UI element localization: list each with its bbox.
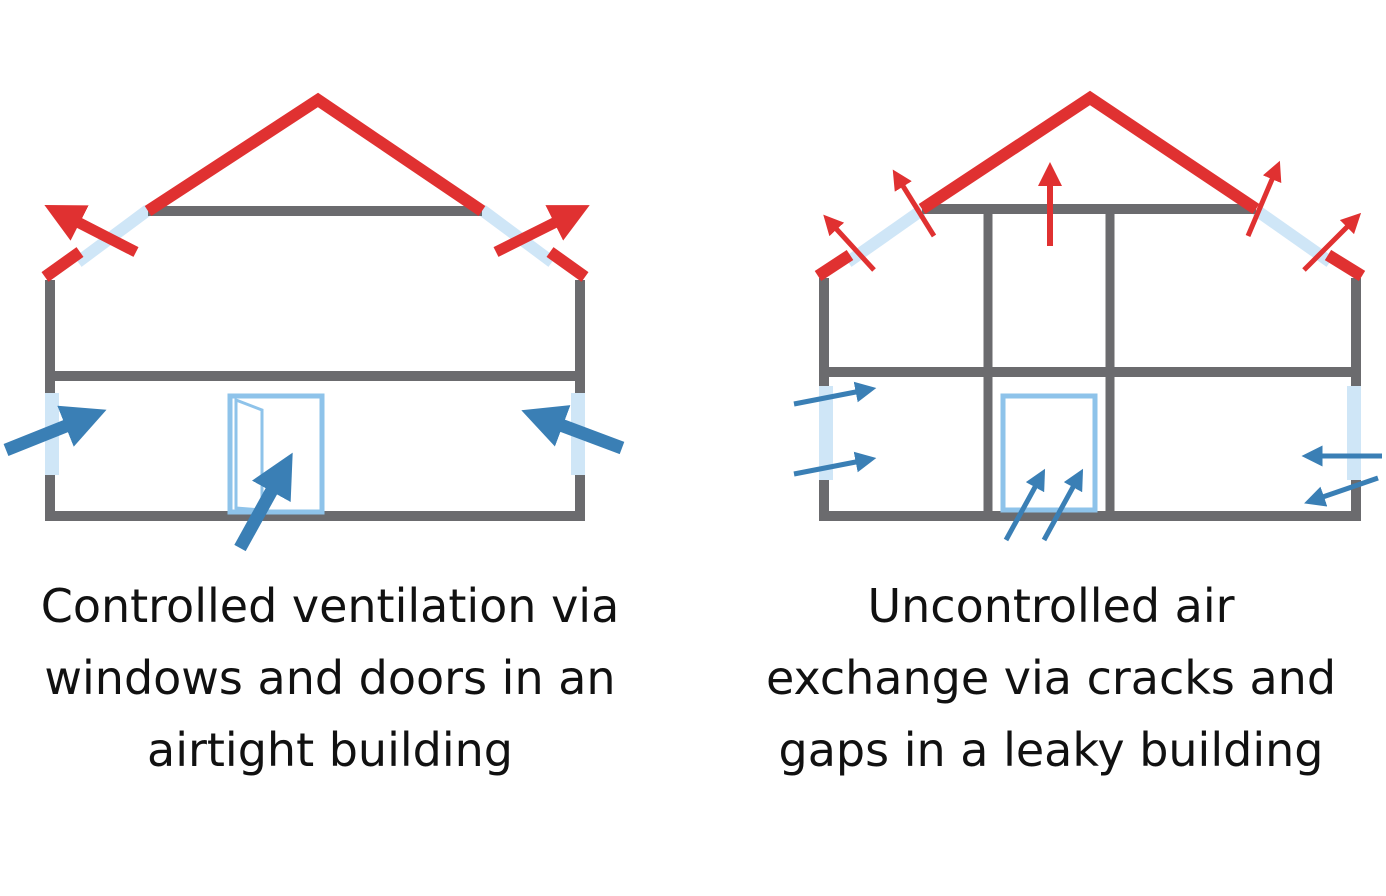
door-frame xyxy=(227,393,325,515)
roof-eave-right xyxy=(546,247,589,282)
outflow-arrow-2 xyxy=(892,169,937,238)
roof xyxy=(144,92,486,217)
inflow-arrow-3 xyxy=(1003,468,1046,542)
inflow-arrow-right xyxy=(521,405,625,455)
caption-airtight: Controlled ventilation via windows and d… xyxy=(0,570,660,786)
door-frame xyxy=(1000,393,1098,513)
roof-eave-left xyxy=(41,247,84,282)
caption-line: Controlled ventilation via xyxy=(40,579,620,633)
caption-line: gaps in a leaky building xyxy=(778,723,1324,777)
roof-eave-right xyxy=(1324,249,1366,282)
caption-line: windows and doors in an xyxy=(44,651,616,705)
door-leaf xyxy=(234,397,264,512)
caption-leaky: Uncontrolled air exchange via cracks and… xyxy=(716,570,1386,786)
outflow-arrow-4 xyxy=(1245,160,1282,237)
caption-line: airtight building xyxy=(147,723,513,777)
inflow-arrow-4 xyxy=(1041,468,1084,542)
outflow-arrow-right xyxy=(493,205,590,257)
outflow-arrow-left xyxy=(44,204,139,257)
airtight-house xyxy=(3,92,625,552)
roof-eave-left xyxy=(814,249,854,282)
inflow-arrow-1 xyxy=(793,381,877,407)
roof xyxy=(918,90,1260,215)
outflow-arrow-1 xyxy=(823,214,876,272)
inflow-arrow-door xyxy=(234,452,293,552)
caption-line: exchange via cracks and xyxy=(765,651,1337,705)
caption-line: Uncontrolled air xyxy=(867,579,1235,633)
leaky-house xyxy=(793,90,1382,542)
inflow-arrow-6 xyxy=(1304,475,1379,507)
inflow-arrow-left xyxy=(3,405,107,457)
inflow-arrow-2 xyxy=(793,451,877,477)
outflow-arrow-5 xyxy=(1302,212,1362,272)
